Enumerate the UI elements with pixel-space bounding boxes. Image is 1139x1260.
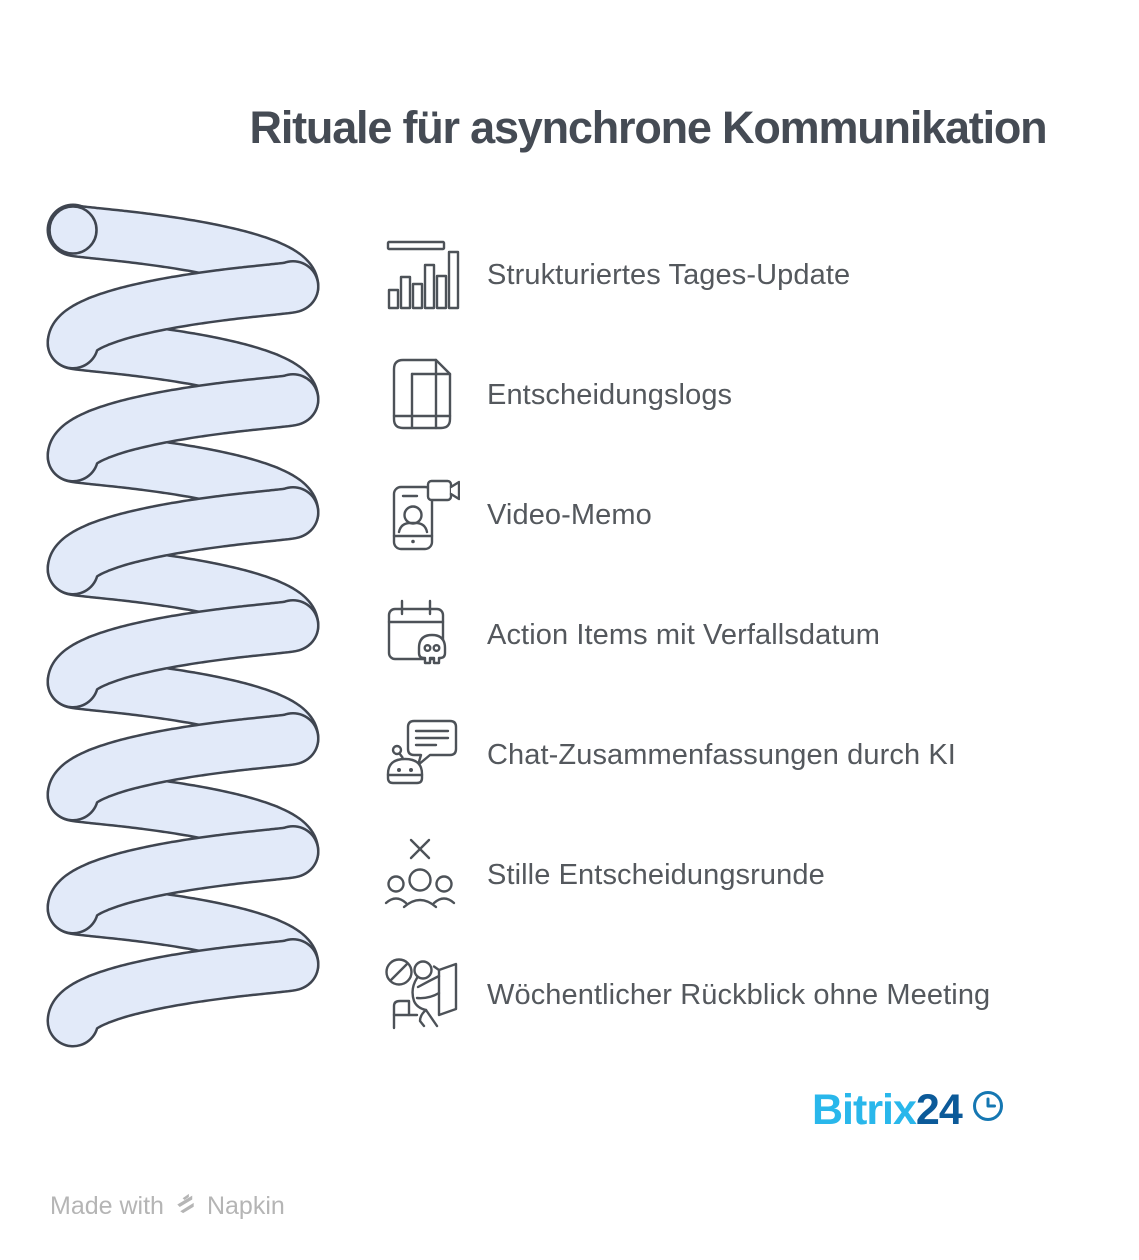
clock-icon <box>971 1089 1005 1128</box>
spiral-spring-illustration <box>46 203 320 1048</box>
calendar-skull-icon <box>384 597 460 673</box>
made-with-napkin: Made with Napkin <box>50 1189 285 1223</box>
bar-chart-icon <box>384 237 460 313</box>
list-item-label: Wöchentlicher Rückblick ohne Meeting <box>487 978 991 1011</box>
napkin-text: Napkin <box>206 1191 285 1220</box>
list-item-label: Entscheidungslogs <box>487 378 733 411</box>
list-item: Strukturiertes Tages-Update <box>384 215 990 335</box>
list-item: Entscheidungslogs <box>384 335 990 455</box>
list-item-label: Stille Entscheidungsrunde <box>487 858 825 891</box>
decision-log-icon <box>384 357 460 433</box>
no-meeting-review-icon <box>384 957 460 1033</box>
ai-chat-icon <box>384 717 460 793</box>
ritual-list: Strukturiertes Tages-Update Entscheidung… <box>384 215 990 1055</box>
bitrix24-logo-text-primary: Bitrix <box>812 1086 917 1134</box>
napkin-logo-icon <box>173 1191 198 1223</box>
page-title: Rituale für asynchrone Kommunikation <box>249 102 1048 153</box>
bitrix24-logo-text-secondary: 24 <box>915 1086 963 1134</box>
video-memo-icon <box>384 477 460 553</box>
list-item-label: Action Items mit Verfallsdatum <box>487 618 881 651</box>
list-item-label: Video-Memo <box>487 498 652 531</box>
list-item-label: Chat-Zusammenfassungen durch KI <box>487 738 956 771</box>
list-item-label: Strukturiertes Tages-Update <box>487 258 851 291</box>
silent-group-icon <box>384 837 460 913</box>
list-item: Video-Memo <box>384 455 990 575</box>
list-item: Chat-Zusammenfassungen durch KI <box>384 695 990 815</box>
made-with-text: Made with <box>50 1191 164 1220</box>
list-item: Action Items mit Verfallsdatum <box>384 575 990 695</box>
list-item: Wöchentlicher Rückblick ohne Meeting <box>384 935 990 1055</box>
list-item: Stille Entscheidungsrunde <box>384 815 990 935</box>
